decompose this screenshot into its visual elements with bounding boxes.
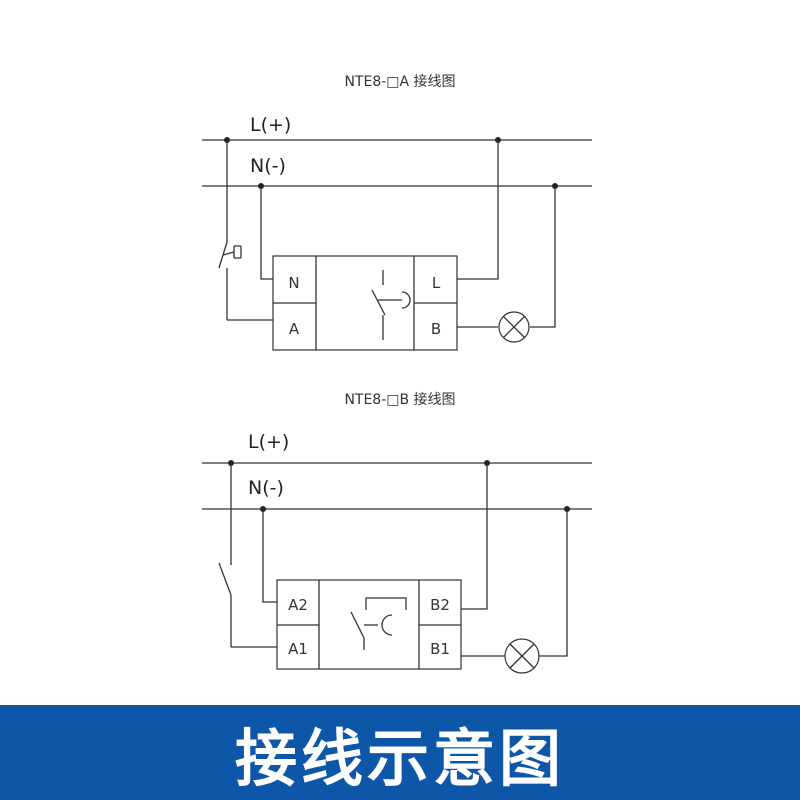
diagram-a-title: NTE8-□A 接线图 — [344, 73, 455, 90]
diagram-b-live-wire — [461, 463, 488, 610]
banner: 接线示意图 — [0, 705, 800, 800]
diagram-b-neutral-wire — [262, 509, 277, 603]
diagram-a-live-wire — [457, 140, 499, 280]
terminal-b-label: B — [431, 320, 441, 338]
diagram-a-push-switch — [218, 140, 273, 321]
terminal-a1-label: A1 — [288, 640, 308, 658]
terminal-a-label: A — [289, 320, 300, 338]
banner-title: 接线示意图 — [234, 721, 565, 795]
diagram-b-contact-icon — [350, 597, 407, 650]
diagram-a-neutral-wire — [260, 186, 273, 280]
terminal-n-label: N — [288, 274, 299, 292]
wiring-diagrams: NTE8-□A 接线图 L(+) N(-) — [202, 73, 592, 674]
terminal-a2-label: A2 — [288, 596, 308, 614]
terminal-b2-label: B2 — [430, 596, 450, 614]
diagram-b-neutral-label: N(-) — [248, 477, 284, 499]
diagram-a: NTE8-□A 接线图 L(+) N(-) — [202, 73, 592, 351]
diagram-a-lamp-icon — [498, 311, 530, 343]
diagram-b-live-label: L(+) — [248, 431, 289, 453]
diagram-a-return-wire — [530, 186, 556, 328]
diagram-b-return-wire — [539, 509, 568, 657]
diagram-b-switch — [218, 463, 277, 648]
diagram-a-contact-icon — [371, 270, 411, 340]
diagram-a-neutral-label: N(-) — [250, 155, 286, 177]
diagram-b-relay: A2 A1 B2 B1 — [276, 579, 462, 670]
terminal-l-label: L — [432, 274, 441, 292]
diagram-b: NTE8-□B 接线图 L(+) N(-) — [202, 391, 592, 674]
diagram-a-live-label: L(+) — [250, 114, 291, 136]
terminal-b1-label: B1 — [430, 640, 450, 658]
diagram-b-lamp-icon — [504, 638, 540, 674]
diagram-a-relay: N A L B — [272, 255, 458, 351]
diagram-b-title: NTE8-□B 接线图 — [344, 391, 455, 408]
